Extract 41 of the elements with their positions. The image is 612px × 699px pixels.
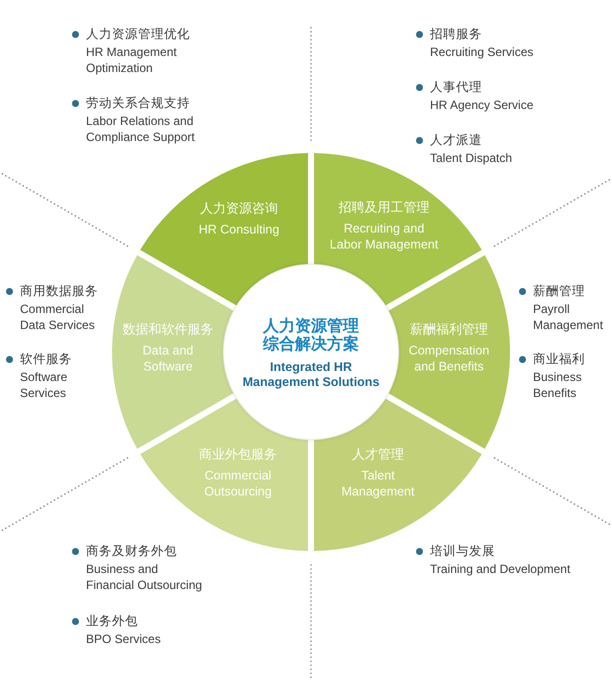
service-title: 业务外包 [86, 613, 138, 629]
segment-title: 人才管理 [352, 446, 404, 462]
segment-subtitle: Commercial Outsourcing [204, 468, 272, 500]
center-subtitle: Integrated HR Management Solutions [242, 360, 380, 390]
service-subtitle: Commercial Data Services [20, 301, 96, 333]
service-title: 培训与发展 [430, 543, 495, 559]
service-subtitle: Business and Financial Outsourcing [86, 561, 204, 593]
center-title: 人力资源管理综合解决方案 [262, 318, 360, 354]
service-subtitle: Business Benefits [533, 369, 583, 401]
service-title: 人才派遣 [430, 132, 482, 148]
segment-title: 人力资源咨询 [200, 200, 278, 216]
service-title: 商用数据服务 [20, 283, 98, 299]
service-subtitle: Training and Development [430, 561, 572, 577]
segment-subtitle: HR Consulting [198, 222, 280, 238]
service-title: 商务及财务外包 [86, 543, 177, 559]
service-subtitle: Recruiting Services [430, 44, 534, 60]
service-title: 软件服务 [20, 351, 72, 367]
service-subtitle: HR Management Optimization [86, 44, 178, 76]
ring-segment [112, 255, 234, 449]
service-subtitle: Payroll Management [533, 301, 604, 333]
segment-subtitle: Data and Software [142, 342, 194, 374]
segment-subtitle: Talent Management [341, 468, 415, 500]
segment-subtitle: Recruiting and Labor Management [329, 220, 439, 252]
segment-title: 数据和软件服务 [122, 322, 214, 338]
service-title: 招聘服务 [430, 26, 482, 42]
service-subtitle: BPO Services [86, 631, 162, 647]
ring-segment [140, 153, 308, 306]
service-title: 劳动关系合规支持 [86, 95, 190, 111]
segment-subtitle: Compensation and Benefits [408, 342, 490, 374]
service-title: 人力资源管理优化 [86, 26, 190, 42]
segment-title: 招聘及用工管理 [338, 200, 430, 216]
service-subtitle: HR Agency Service [430, 97, 534, 113]
ring-segment [388, 255, 510, 449]
service-subtitle: Software Services [20, 369, 68, 401]
service-title: 商业福利 [533, 351, 585, 367]
service-title: 薪酬管理 [533, 283, 585, 299]
segment-title: 薪酬福利管理 [410, 322, 488, 338]
service-subtitle: Talent Dispatch [430, 150, 514, 166]
service-subtitle: Labor Relations and Compliance Support [86, 113, 196, 145]
segment-title: 商业外包服务 [199, 446, 277, 462]
service-title: 人事代理 [430, 79, 482, 95]
